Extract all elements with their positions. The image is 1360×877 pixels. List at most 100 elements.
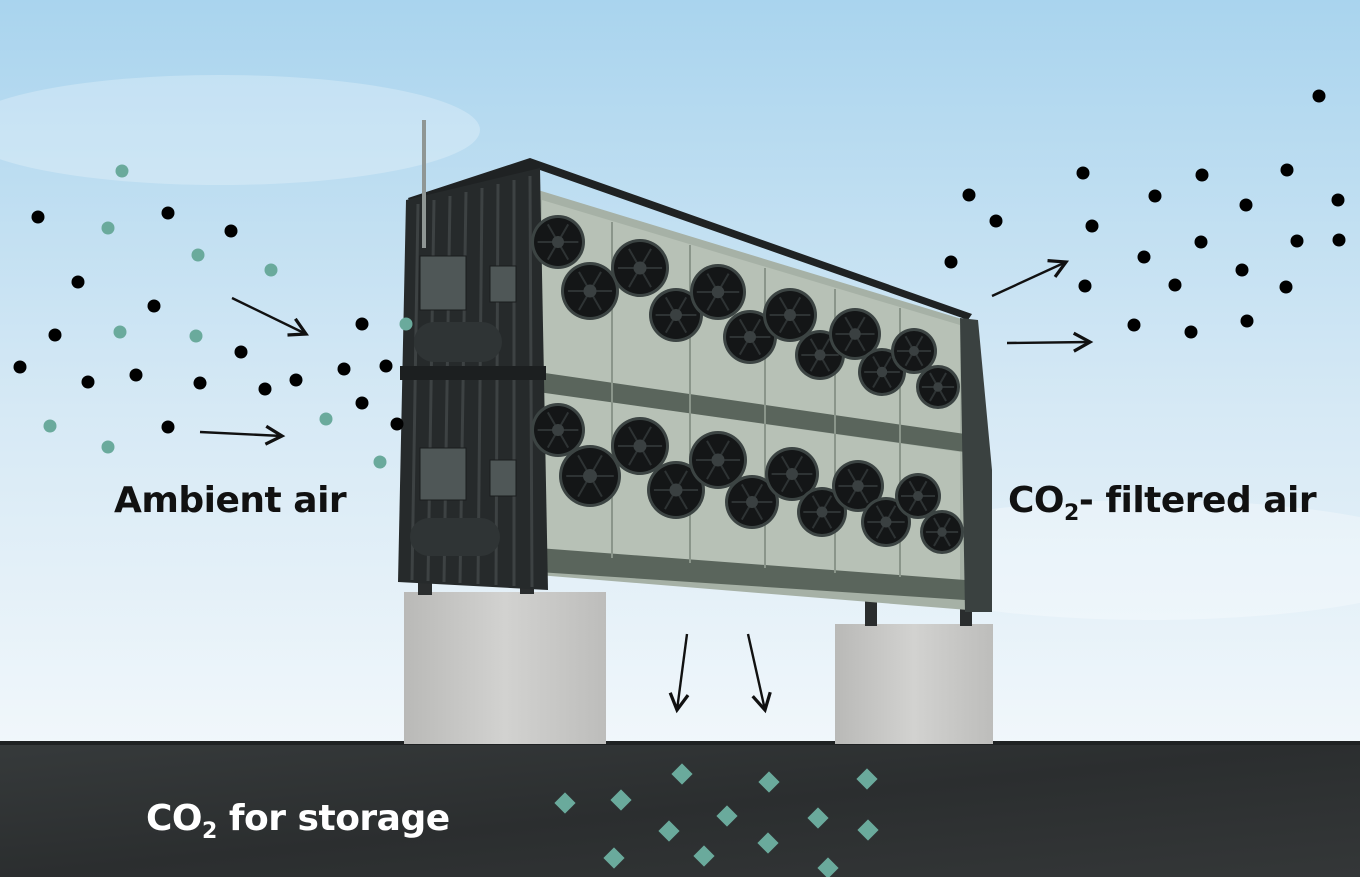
pipe bbox=[410, 518, 500, 556]
air-particle bbox=[234, 345, 248, 359]
air-particle bbox=[379, 359, 393, 373]
air-particle bbox=[161, 420, 175, 434]
co2-storage-particle bbox=[603, 847, 625, 869]
air-particle bbox=[944, 255, 958, 269]
air-particle bbox=[1168, 278, 1182, 292]
co2-particle bbox=[319, 412, 333, 426]
co2-particle bbox=[101, 221, 115, 235]
air-particle bbox=[31, 210, 45, 224]
label-co2-filtered-air: CO2- filtered air bbox=[1008, 480, 1317, 525]
co2-storage-particle bbox=[671, 763, 693, 785]
housing-band bbox=[400, 366, 546, 380]
air-particle bbox=[1312, 89, 1326, 103]
label-storage-co: CO bbox=[146, 798, 203, 839]
air-particle bbox=[129, 368, 143, 382]
co2-storage-particle bbox=[807, 807, 829, 829]
fan-icon bbox=[763, 288, 817, 342]
air-particle bbox=[355, 317, 369, 331]
label-filtered-subscript: 2 bbox=[1064, 501, 1079, 526]
air-particle bbox=[1127, 318, 1141, 332]
fan-icon bbox=[611, 417, 669, 475]
air-particle bbox=[1331, 193, 1345, 207]
control-box bbox=[489, 459, 517, 497]
fan-icon bbox=[891, 328, 937, 374]
fan-icon bbox=[832, 460, 884, 512]
fan-icon bbox=[690, 264, 746, 320]
co2-storage-particle bbox=[757, 832, 779, 854]
ground bbox=[0, 743, 1360, 877]
air-particle bbox=[1078, 279, 1092, 293]
air-particle bbox=[161, 206, 175, 220]
air-particle bbox=[1235, 263, 1249, 277]
label-storage-subscript: 2 bbox=[202, 819, 217, 844]
fan-icon bbox=[647, 461, 705, 519]
label-storage-rest: for storage bbox=[216, 798, 450, 839]
co2-storage-particle bbox=[554, 792, 576, 814]
fan-icon bbox=[531, 403, 585, 457]
co2-particle bbox=[43, 419, 57, 433]
pipe bbox=[414, 322, 502, 362]
arrow-icon bbox=[231, 296, 309, 337]
air-particle bbox=[224, 224, 238, 238]
arrow-icon bbox=[1006, 331, 1094, 353]
air-particle bbox=[390, 417, 404, 431]
fan-icon bbox=[561, 262, 619, 320]
co2-storage-particle bbox=[817, 857, 839, 877]
fan-icon bbox=[559, 445, 621, 507]
air-particle bbox=[1184, 325, 1198, 339]
label-filtered-rest: - filtered air bbox=[1078, 480, 1317, 521]
co2-particle bbox=[113, 325, 127, 339]
label-filtered-co: CO bbox=[1008, 480, 1065, 521]
air-particle bbox=[289, 373, 303, 387]
fan-icon bbox=[611, 239, 669, 297]
air-particle bbox=[1085, 219, 1099, 233]
label-ambient-air: Ambient air bbox=[114, 480, 347, 521]
air-particle bbox=[1332, 233, 1346, 247]
co2-storage-particle bbox=[758, 771, 780, 793]
air-particle bbox=[962, 188, 976, 202]
collector-rail bbox=[538, 548, 965, 600]
air-particle bbox=[989, 214, 1003, 228]
fan-icon bbox=[920, 510, 964, 554]
fan-icon bbox=[916, 365, 960, 409]
co2-particle bbox=[399, 317, 413, 331]
fan-icon bbox=[725, 475, 779, 529]
air-particle bbox=[1279, 280, 1293, 294]
fan-icon bbox=[689, 431, 747, 489]
air-particle bbox=[1137, 250, 1151, 264]
co2-particle bbox=[101, 440, 115, 454]
arrow-group bbox=[199, 258, 1094, 714]
air-particle bbox=[1148, 189, 1162, 203]
co2-storage-particle bbox=[658, 820, 680, 842]
arrow-icon bbox=[746, 633, 772, 714]
air-particle bbox=[147, 299, 161, 313]
fan-icon bbox=[829, 308, 881, 360]
fan-icon bbox=[895, 473, 941, 519]
arrow-icon bbox=[668, 633, 690, 714]
co2-particle bbox=[115, 164, 129, 178]
control-box bbox=[419, 255, 467, 311]
arrow-icon bbox=[199, 424, 286, 446]
concrete-pillar-left bbox=[404, 592, 606, 744]
co2-storage-particle bbox=[856, 768, 878, 790]
air-particle bbox=[258, 382, 272, 396]
collector-leg bbox=[865, 596, 877, 626]
particle-group bbox=[13, 89, 1346, 877]
air-particle bbox=[337, 362, 351, 376]
fan-icon bbox=[765, 447, 819, 501]
air-particle bbox=[1194, 235, 1208, 249]
control-box bbox=[489, 265, 517, 303]
arrow-icon bbox=[991, 258, 1070, 298]
air-particle bbox=[71, 275, 85, 289]
fan-icon bbox=[723, 310, 777, 364]
air-particle bbox=[1240, 314, 1254, 328]
co2-storage-particle bbox=[693, 845, 715, 867]
concrete-pillar-right bbox=[835, 624, 993, 744]
co2-particle bbox=[189, 329, 203, 343]
co2-storage-particle bbox=[857, 819, 879, 841]
co2-storage-particle bbox=[610, 789, 632, 811]
co2-particle bbox=[191, 248, 205, 262]
label-ambient-air-text: Ambient air bbox=[114, 480, 347, 521]
fan-icon bbox=[649, 288, 703, 342]
